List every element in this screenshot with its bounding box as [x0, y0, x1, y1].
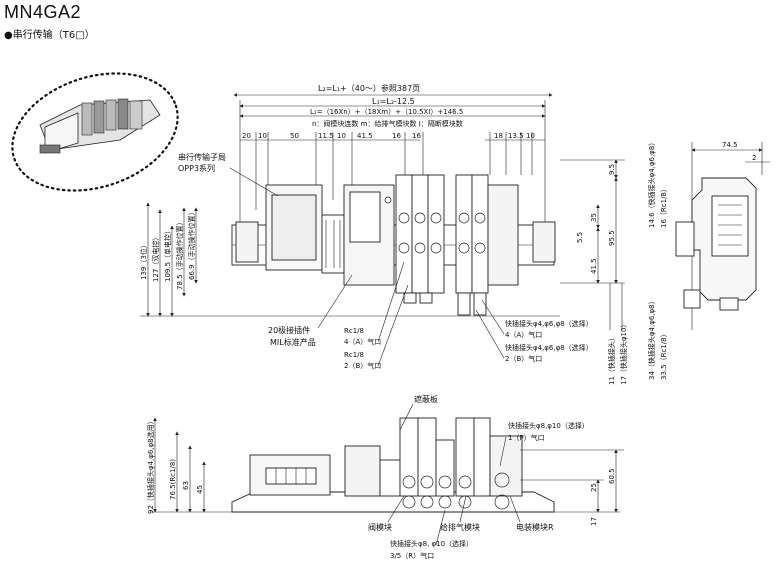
dim-l1: L₁=L₂-12.5 [372, 97, 415, 106]
valve-stack-left [395, 174, 445, 294]
seg-18: 18 [494, 132, 503, 140]
dim-34: 34（快插接头φ4,φ6,φ8） [647, 297, 656, 380]
model-title: MN4GA2 [4, 2, 82, 22]
dim-17b: 17 [590, 517, 598, 526]
label-valve-block: 阀模块 [368, 522, 392, 532]
dim-17: 17（快插接头φ10） [619, 321, 628, 385]
dim-63: 63 [182, 481, 190, 490]
front-view-top: L₂=L₁+（40～）参照387页 L₁=L₂-12.5 L₁=（16Xn）+（… [139, 83, 628, 385]
label-supply-block: 给排气模块 [440, 522, 480, 532]
seg-10: 10 [258, 132, 267, 140]
seg-41-5: 41.5 [357, 132, 373, 140]
dim-74-5: 74.5 [722, 141, 738, 149]
label-mil: MIL标准产品 [270, 337, 316, 347]
label-rc-b-port: 2（B）气口 [344, 361, 381, 370]
dim-33-5: 33.5（Rc1/8） [660, 330, 668, 380]
front-view-bottom: 遮蔽板 快插接头φ8,φ10（选择） 1（P）气口 阀模块 给排气模块 电装模块… [146, 394, 624, 560]
label-quick-a-port: 4（A）气口 [505, 330, 542, 339]
dim-14-6: 14.6（快插接头φ4,φ6,φ8） [647, 139, 656, 228]
label-end-block: 电装模块R [516, 522, 554, 532]
dim-45: 45 [196, 485, 204, 494]
label-serial-station: 串行传输子局 [178, 152, 226, 162]
label-quick-p: 快插接头φ8,φ10（选择） [508, 421, 589, 430]
dim-127: 127（双电控） [151, 234, 160, 282]
dim-l2: L₂=L₁+（40～）参照387页 [318, 83, 420, 93]
seg-11-5: 11.5 [318, 132, 334, 140]
seg-50: 50 [290, 132, 299, 140]
dim-78-5: 78.5（手动操作位置） [175, 218, 184, 290]
dim-76-5: 76.5(Rc1/8) [169, 459, 177, 500]
dim-16: 16（Rc1/8） [660, 185, 668, 228]
dim-11: 11（快插接头） [607, 334, 616, 385]
label-conn20: 20极接插件 [268, 325, 310, 335]
dim-60-5: 60.5 [608, 468, 616, 484]
dim-35: 35 [590, 213, 598, 222]
dim-2: 2 [752, 154, 756, 162]
label-opp3: OPP3系列 [178, 163, 215, 173]
label-rc-a: Rc1/8 [344, 327, 364, 335]
seg-20: 20 [242, 132, 251, 140]
dim-9-5: 9.5 [608, 164, 616, 175]
label-quick-r: 快插接头φ8, φ10（选择） [390, 539, 473, 548]
seg-16a: 16 [392, 132, 401, 140]
dim-66-9: 66.9（手动操作位置） [187, 208, 196, 280]
dim-95-5: 95.5 [608, 230, 616, 246]
seg-16b: 16 [412, 132, 421, 140]
label-quick-a: 快插接头φ4,φ6,φ8（选择） [505, 319, 593, 328]
seg-13-5: 13.5 [508, 132, 524, 140]
dim-25: 25 [590, 483, 598, 492]
isometric-preview [11, 72, 179, 192]
dim-41-5: 41.5 [590, 258, 598, 274]
dim-92: 92（快插接头φ4,φ6,φ8选用） [146, 417, 155, 514]
label-blank-plate: 遮蔽板 [414, 394, 438, 404]
label-rc-b: Rc1/8 [344, 351, 364, 359]
model-subtitle: ●串行传输（T6□） [4, 30, 95, 41]
label-rc-a-port: 4（A）气口 [344, 337, 381, 346]
dim-109-5: 109.5（单电控） [163, 227, 172, 282]
seg-10b: 10 [337, 132, 346, 140]
dim-l1-formula: L₁=（16Xn）+（18Xm）+（10.5XI）+146.5 [310, 108, 463, 116]
side-view: 74.5 2 14.6（快插接头φ4,φ6,φ8） 16（Rc1/8） 34（快… [647, 139, 770, 380]
dim-legend: n：阀模块连数 m：给排气模块数 I：隔断模块数 [312, 119, 463, 128]
seg-10c: 10 [526, 132, 535, 140]
dim-5-5: 5.5 [576, 232, 584, 243]
valve-stack-right [455, 174, 519, 294]
label-quick-b: 快插接头φ4,φ6,φ8（选择） [505, 343, 593, 352]
label-quick-b-port: 2（B）气口 [505, 354, 542, 363]
dim-139: 139（3位） [139, 241, 148, 280]
label-quick-r-port: 3/5（R）气口 [390, 551, 434, 560]
label-quick-p-port: 1（P）气口 [508, 433, 545, 442]
